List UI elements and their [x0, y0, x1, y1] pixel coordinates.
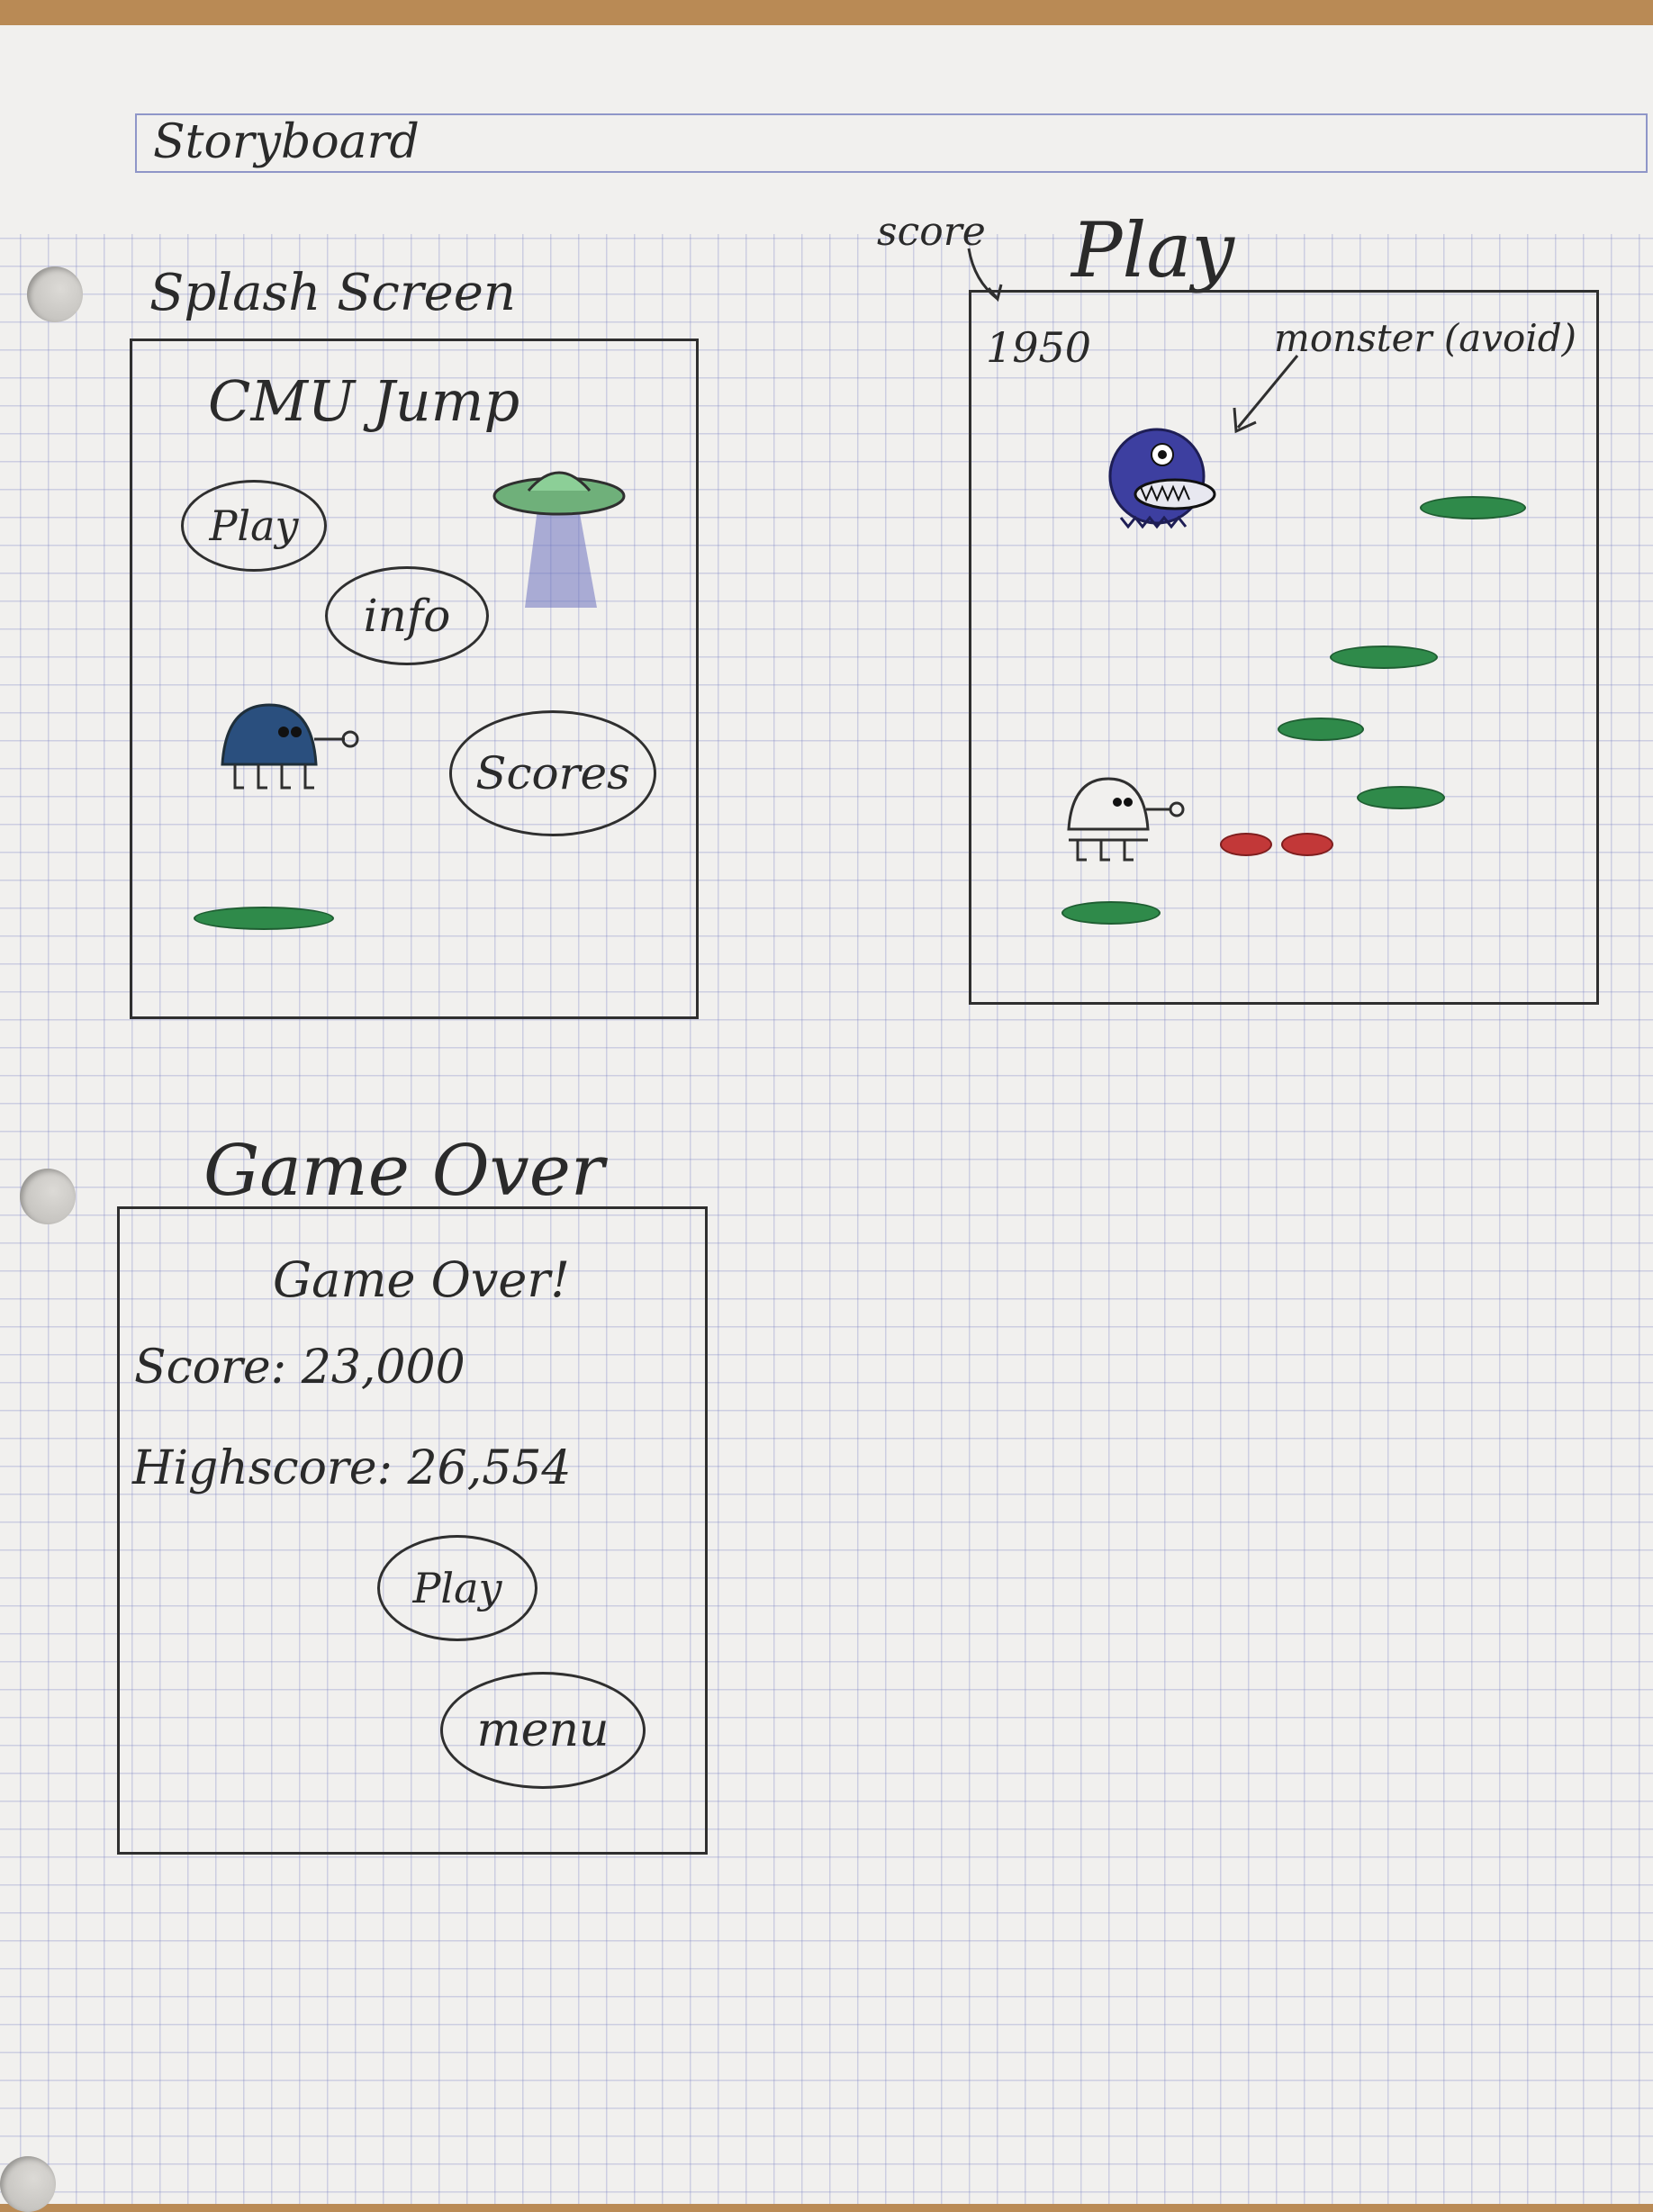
- ufo-icon: [492, 471, 626, 608]
- doodler-icon: [1067, 777, 1185, 862]
- platform: [1330, 646, 1438, 669]
- platform: [1061, 901, 1161, 925]
- menu-button[interactable]: menu: [440, 1672, 646, 1789]
- notebook-page: [0, 25, 1653, 2204]
- platform: [1357, 786, 1445, 809]
- high-score: Highscore: 26,554: [132, 1441, 572, 1495]
- binder-hole: [20, 1169, 76, 1224]
- scores-button[interactable]: Scores: [449, 710, 656, 836]
- game-over-frame: Game Over! Score: 23,000 Highscore: 26,5…: [117, 1206, 708, 1855]
- splash-screen-frame: CMU Jump Play info Scores: [130, 339, 699, 1019]
- platform: [194, 907, 334, 930]
- play-screen-frame: 1950 monster (avoid): [969, 290, 1599, 1005]
- final-score: Score: 23,000: [134, 1341, 465, 1395]
- monster-pointer-arrow: [1233, 355, 1299, 434]
- game-over-label: Game Over: [203, 1131, 605, 1212]
- game-title: CMU Jump: [208, 368, 520, 434]
- score-annotation: score: [877, 209, 986, 255]
- platform: [1278, 718, 1364, 741]
- splash-play-button[interactable]: Play: [181, 480, 327, 572]
- game-over-heading: Game Over!: [273, 1251, 570, 1308]
- page-title: Storyboard: [153, 115, 420, 169]
- game-over-play-button[interactable]: Play: [377, 1535, 537, 1641]
- doodler-icon: [221, 703, 359, 790]
- monster-icon: [1108, 428, 1216, 529]
- binder-hole: [0, 2156, 56, 2212]
- play-screen-label: Play: [1071, 206, 1234, 294]
- score-counter: 1950: [986, 323, 1092, 372]
- breaking-platform-left: [1220, 833, 1272, 856]
- title-box: [135, 113, 1648, 173]
- page-header-band: [0, 25, 1653, 234]
- platform: [1420, 496, 1526, 519]
- monster-annotation: monster (avoid): [1274, 316, 1577, 360]
- binder-hole: [27, 266, 83, 322]
- info-button[interactable]: info: [325, 566, 489, 665]
- breaking-platform-right: [1281, 833, 1333, 856]
- splash-screen-label: Splash Screen: [149, 264, 516, 322]
